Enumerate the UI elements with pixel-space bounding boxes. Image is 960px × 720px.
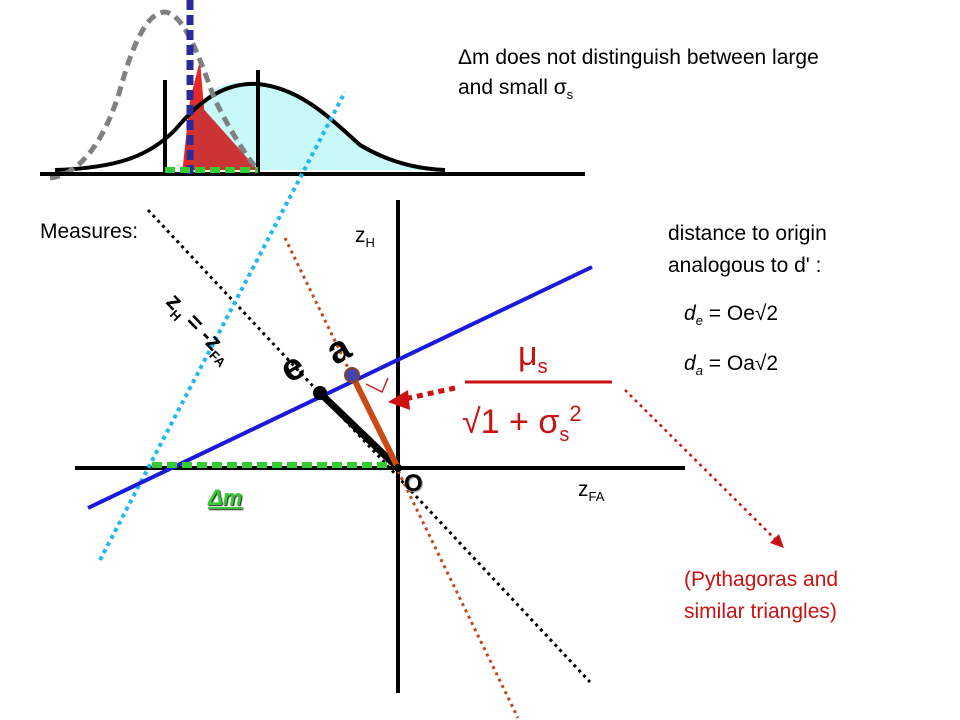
fraction-numerator: μs — [518, 335, 548, 378]
right-angle-marker — [365, 377, 389, 394]
segment-oe — [317, 390, 401, 471]
formula-da: da = Oa√2 — [684, 352, 779, 379]
distance-note-line2: analogous to d' : — [668, 254, 822, 277]
origin-point — [394, 464, 402, 472]
cyan-area — [200, 82, 445, 170]
formula-de: de = Oe√2 — [684, 302, 779, 329]
fraction-arrowhead — [388, 390, 410, 410]
brown-dotted-line — [283, 237, 520, 719]
point-e — [313, 386, 327, 400]
x-axis-label: zFA — [578, 478, 605, 505]
lure-curve — [49, 9, 260, 181]
distance-note-line1: distance to origin — [668, 222, 827, 245]
caption-top-line1: Δm does not distinguish between large — [458, 46, 819, 69]
pythagoras-arrow — [624, 389, 777, 541]
caption-top-line2: and small σs — [458, 76, 574, 103]
negative-diagonal — [146, 208, 592, 684]
distribution-panel — [40, 0, 585, 181]
fraction-denominator: √1 + σs2 — [462, 401, 582, 446]
pythagoras-note-line1: (Pythagoras and — [684, 568, 839, 591]
fraction-arrow — [399, 385, 456, 403]
red-area-lower — [190, 100, 258, 170]
point-a — [344, 367, 360, 383]
pythagoras-note-line2: similar triangles) — [684, 600, 837, 623]
y-axis-label: zH — [355, 224, 375, 251]
measures-label: Measures: — [40, 220, 139, 243]
pythagoras-arrowhead — [770, 534, 784, 548]
origin-label: O — [404, 470, 423, 497]
segment-oa — [349, 373, 401, 470]
delta-m-label: Δm — [208, 485, 243, 510]
